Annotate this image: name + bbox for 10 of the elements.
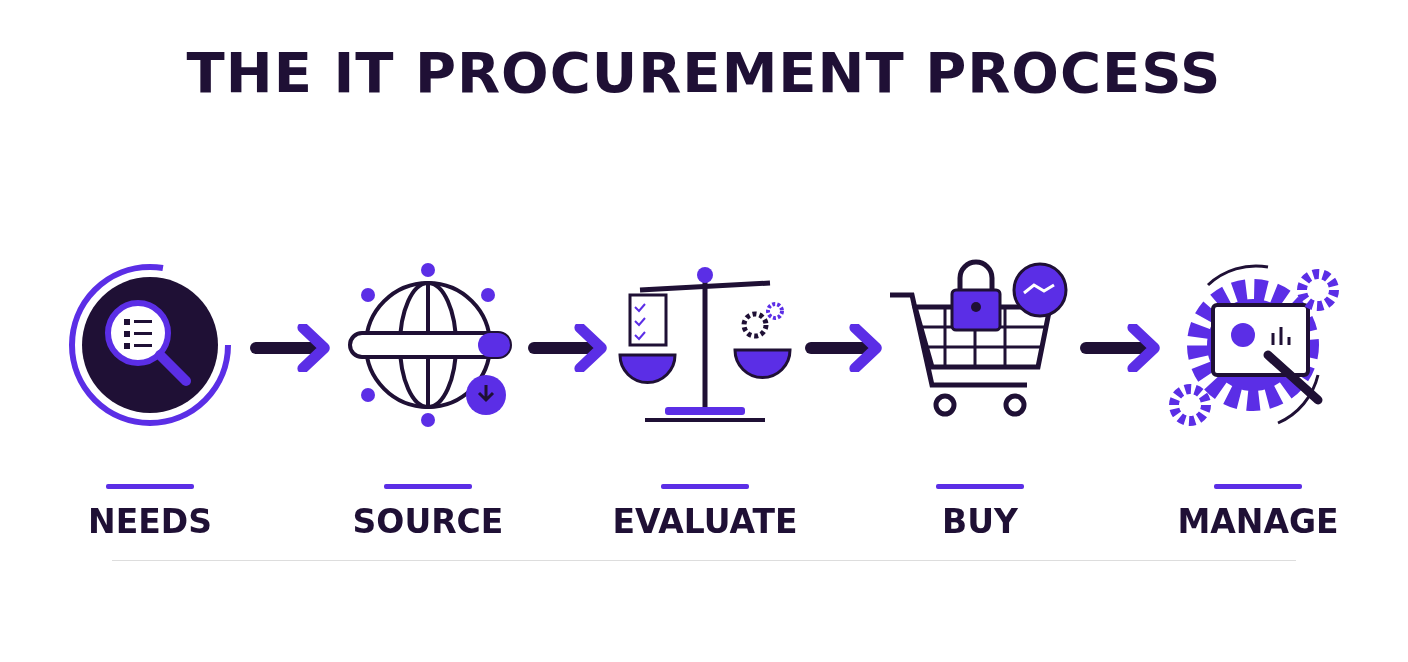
arrow bbox=[528, 322, 607, 374]
step-label: SOURCE bbox=[352, 502, 504, 541]
arrow bbox=[250, 322, 330, 374]
arrow bbox=[805, 322, 882, 374]
title: THE IT PROCUREMENT PROCESS bbox=[186, 40, 1222, 105]
step-label: EVALUATE bbox=[612, 502, 798, 541]
step-label: BUY bbox=[942, 502, 1018, 541]
arrow bbox=[1080, 322, 1160, 374]
step-label: MANAGE bbox=[1177, 502, 1339, 541]
step-label: NEEDS bbox=[88, 502, 212, 541]
